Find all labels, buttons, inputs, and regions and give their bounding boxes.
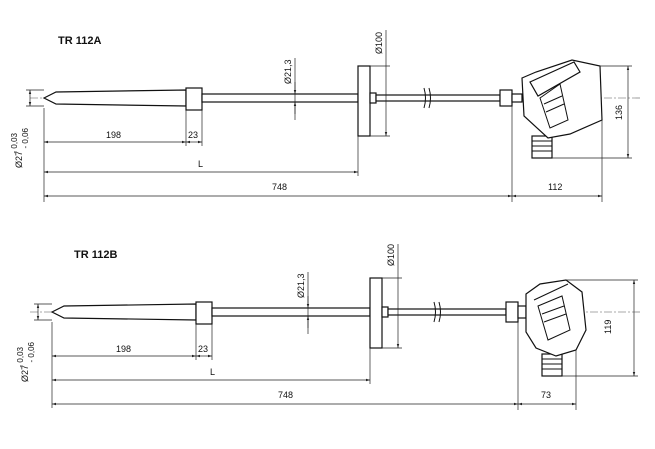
connection-head xyxy=(525,279,587,377)
head-window xyxy=(539,83,569,129)
probe-tip xyxy=(50,303,197,321)
neck-tube xyxy=(211,307,371,317)
stem-diameter-label: Ø27 - 0,06 - 0,03 xyxy=(16,339,36,382)
fitting-neck xyxy=(511,93,523,103)
drawing-title: TR 112B xyxy=(74,249,117,261)
probe-step xyxy=(185,87,203,111)
insertion-length-label: L xyxy=(198,159,203,169)
probe-step xyxy=(195,301,213,325)
flange-hub xyxy=(369,92,377,104)
cable-gland xyxy=(541,353,563,377)
drawing-tr112b: TR 112B Ø27 - 0,06 - 0,03 xyxy=(16,244,640,410)
drawing-title: TR 112A xyxy=(58,35,101,47)
head-width-label: 112 xyxy=(548,182,562,192)
cable-gland xyxy=(531,135,553,159)
step-length-label: 23 xyxy=(198,344,208,354)
head-height-label: 136 xyxy=(614,105,624,120)
flange-diameter-label: Ø100 xyxy=(374,32,384,54)
fitting xyxy=(505,301,519,323)
neck-diameter-label: Ø21,3 xyxy=(283,59,293,84)
head-height-label: 119 xyxy=(603,320,613,334)
connection-head xyxy=(521,59,603,159)
probe-tip xyxy=(42,89,187,107)
insertion-length-label: L xyxy=(210,367,215,377)
fitting-neck xyxy=(517,305,527,319)
step-length-label: 23 xyxy=(188,130,198,140)
overall-length-label: 748 xyxy=(272,182,287,192)
break-mark xyxy=(423,87,431,109)
neck-tube xyxy=(201,93,359,103)
tip-length-label: 198 xyxy=(106,130,121,140)
flange-diameter-label: Ø100 xyxy=(386,244,396,266)
head-lid xyxy=(529,61,581,97)
drawing-tr112a: TR 112A xyxy=(10,30,640,202)
head-window xyxy=(537,295,571,341)
extension-tube xyxy=(387,308,507,316)
tip-length-label: 198 xyxy=(116,344,131,354)
flange-hub xyxy=(381,306,389,318)
flange xyxy=(357,65,371,137)
extension-tube xyxy=(375,94,501,102)
flange xyxy=(369,277,383,349)
overall-length-label: 748 xyxy=(278,390,293,400)
stem-diameter-label: Ø27 - 0,06 - 0,03 xyxy=(10,125,30,168)
head-lid-edge xyxy=(533,283,569,301)
fitting xyxy=(499,89,513,107)
neck-diameter-label: Ø21,3 xyxy=(296,273,306,298)
break-mark xyxy=(433,301,441,323)
head-width-label: 73 xyxy=(541,390,551,400)
